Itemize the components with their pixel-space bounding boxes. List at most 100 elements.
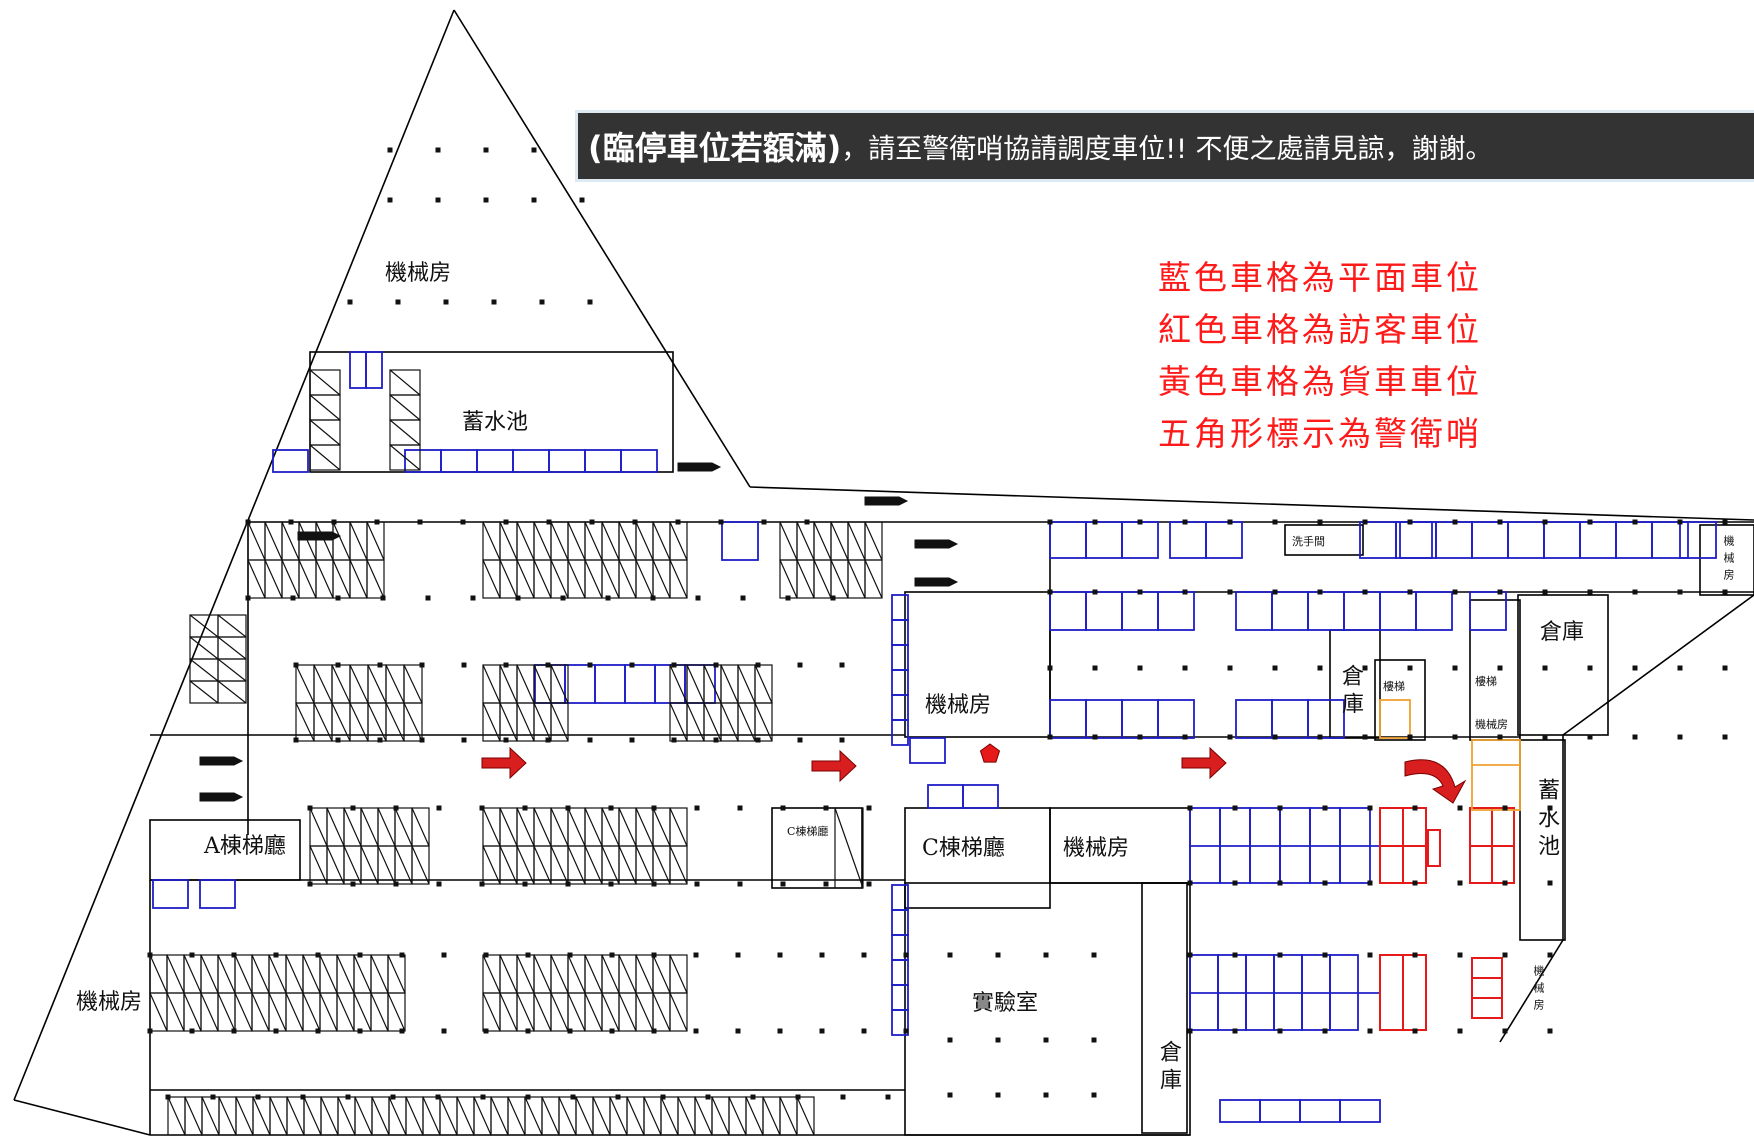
notice-text: ，請至警衛哨協請調度車位!! 不便之處請見諒，謝謝。 [841, 133, 1493, 165]
column-dot [830, 595, 836, 601]
mechanical-stall-hatch [720, 702, 739, 742]
mechanical-stall-hatch [703, 664, 722, 704]
column-dot [436, 805, 442, 811]
direction-arrow-icon [1181, 746, 1227, 780]
mechanical-stall-hatch [403, 664, 423, 704]
column-dot [293, 662, 299, 668]
mechanical-stall-hatch [652, 807, 671, 847]
column-dot [737, 881, 743, 887]
room-stair-c-small: C棟梯廳 [787, 825, 829, 838]
mechanical-stall-hatch [353, 954, 372, 994]
plane-stall [1235, 699, 1273, 739]
column-dot [1632, 589, 1638, 595]
column-dot [947, 1037, 953, 1043]
mechanical-stall-hatch [601, 807, 620, 847]
plane-stall [1307, 699, 1345, 739]
column-dot [705, 1094, 711, 1100]
mechanical-stall-hatch [558, 1096, 577, 1136]
mechanical-stall-hatch [247, 521, 266, 561]
column-dot [608, 881, 614, 887]
mechanical-stall-hatch [533, 664, 552, 704]
mechanical-stall-hatch [302, 954, 321, 994]
room-wall [771, 807, 863, 889]
column-dot [350, 881, 356, 887]
mechanical-stall-hatch [319, 954, 338, 994]
plane-stall [534, 664, 566, 704]
mechanical-stall-hatch [669, 702, 688, 742]
column-dot [374, 519, 380, 525]
column-dot [345, 1094, 351, 1100]
column-dot [460, 519, 466, 525]
vehicle-barrier-icon [914, 577, 959, 587]
mechanical-stall-hatch [516, 954, 535, 994]
plane-stall [1651, 521, 1689, 559]
column-dot [525, 952, 531, 958]
column-dot [380, 595, 386, 601]
mechanical-stall-hatch [189, 614, 219, 638]
mechanical-stall-hatch [217, 614, 247, 638]
column-dot [1632, 734, 1638, 740]
column-dot [395, 299, 401, 305]
column-dot [797, 737, 803, 743]
column-dot [483, 1028, 489, 1034]
column-dot [840, 1094, 846, 1100]
vehicle-barrier-icon [199, 756, 244, 766]
mechanical-stall-hatch [247, 559, 266, 599]
mechanical-stall-hatch [796, 559, 815, 599]
column-dot [1277, 880, 1283, 886]
column-dot [1182, 519, 1188, 525]
mechanical-stall-hatch [320, 1096, 339, 1136]
mechanical-stall-hatch [201, 1096, 220, 1136]
column-dot [632, 519, 638, 525]
column-dot [545, 662, 551, 668]
mechanical-stall [366, 559, 385, 599]
plane-stall [1299, 1099, 1341, 1123]
column-dot [695, 595, 701, 601]
plane-stall [512, 449, 550, 473]
plane-stall [1235, 591, 1273, 631]
room-mech-left: 機械房 [76, 990, 143, 1015]
mechanical-stall-hatch [264, 521, 283, 561]
mechanical-stall-hatch [669, 845, 688, 885]
column-dot [797, 662, 803, 668]
color-legend: 藍色車格為平面車位 紅色車格為訪客車位 黃色車格為貨車車位 五角形標示為警衛哨 [1158, 252, 1482, 460]
mechanical-stall-hatch [618, 845, 637, 885]
column-dot [1632, 519, 1638, 525]
mechanical-stall-hatch [331, 664, 351, 704]
mechanical-stall-hatch [779, 521, 798, 561]
column-dot [560, 595, 566, 601]
column-dot [1272, 589, 1278, 595]
mechanical-stall [669, 845, 688, 885]
column-dot [1137, 519, 1143, 525]
column-dot [231, 1028, 237, 1034]
plane-stall [962, 784, 999, 809]
column-dot [819, 952, 825, 958]
column-dot [245, 519, 251, 525]
mechanical-stall-hatch [166, 992, 185, 1032]
mechanical-stall-hatch [482, 702, 501, 742]
room-warehouse-bottom: 倉庫 [1156, 1040, 1181, 1096]
mechanical-stall-hatch [499, 954, 518, 994]
mechanical-stall-hatch [183, 992, 202, 1032]
plane-stall [1259, 1099, 1301, 1123]
vehicle-barrier-icon [297, 531, 342, 541]
plane-stall [564, 664, 596, 704]
direction-arrow-icon [811, 749, 857, 783]
column-dot [737, 805, 743, 811]
mechanical-stall-hatch [550, 702, 569, 742]
room-wall [1141, 882, 1188, 1134]
room-reservoir-right: 蓄水池 [1534, 778, 1559, 862]
column-dot [435, 1094, 441, 1100]
column-dot [1452, 589, 1458, 595]
column-dot [1277, 1028, 1283, 1034]
mechanical-stall-hatch [183, 954, 202, 994]
mechanical-stall-hatch [343, 845, 362, 885]
mechanical-stall-hatch [533, 559, 552, 599]
outer-wall [453, 9, 751, 488]
mechanical-stall-hatch [251, 992, 270, 1032]
column-dot [1362, 519, 1368, 525]
column-dot [1232, 952, 1238, 958]
mechanical-stall-hatch [281, 559, 300, 599]
column-dot [377, 662, 383, 668]
